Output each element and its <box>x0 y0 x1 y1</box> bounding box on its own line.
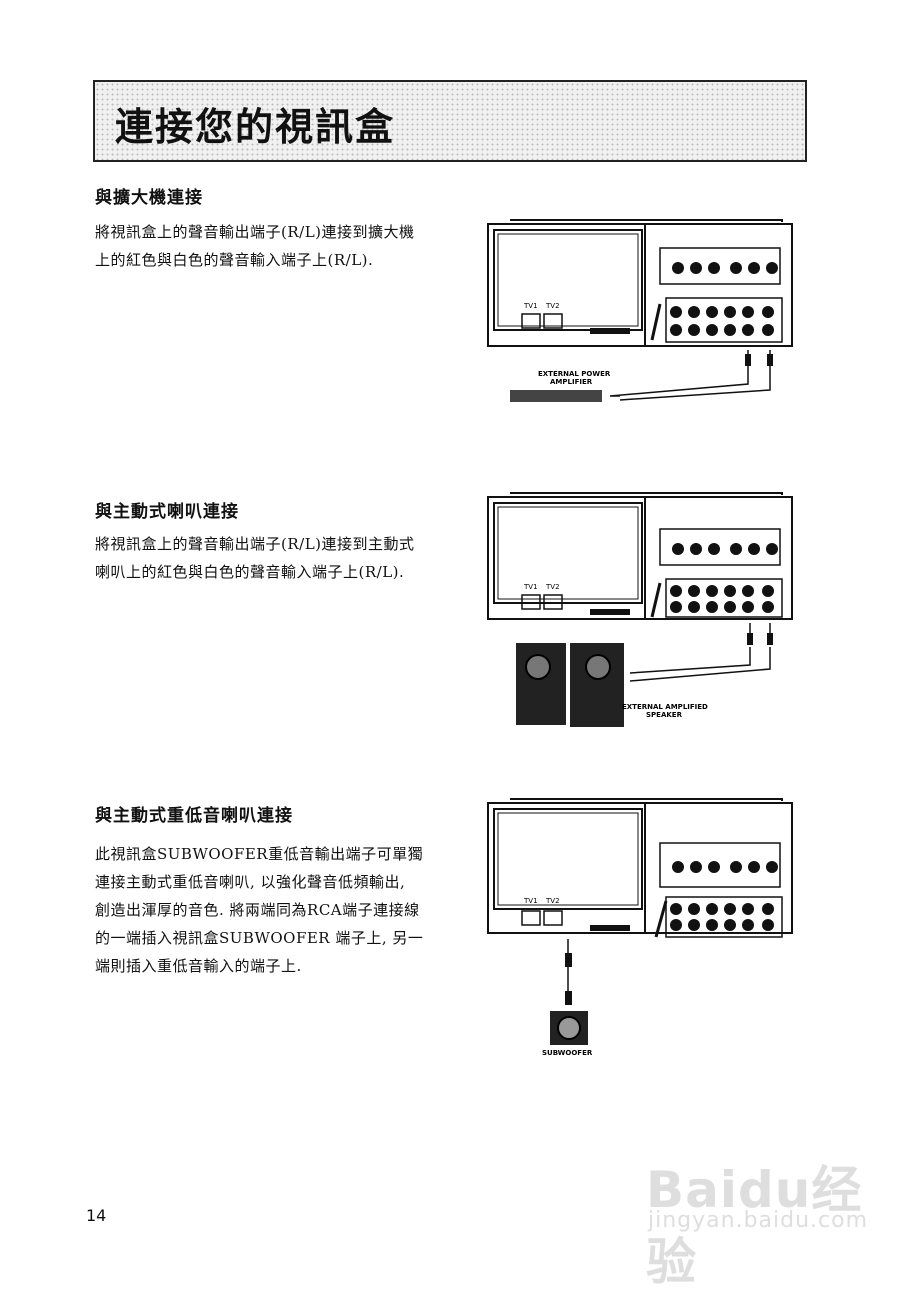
tv2-label: TV2 <box>545 302 560 310</box>
speaker-right <box>570 643 624 727</box>
page-number: 14 <box>86 1206 107 1225</box>
amplifier-connection-diagram: TV1 TV2 EXTERNAL POWER AMPLIFIER <box>487 219 793 402</box>
text-line: 創造出渾厚的音色. 將兩端同為RCA端子連接線 <box>95 901 420 919</box>
text-line: 將視訊盒上的聲音輸出端子(R/L)連接到主動式 <box>95 535 415 553</box>
tv1-label: TV1 <box>523 302 538 310</box>
section-text-active-speaker: 將視訊盒上的聲音輸出端子(R/L)連接到主動式 喇叭上的紅色與白色的聲音輸入端子… <box>95 530 415 586</box>
section-heading-subwoofer: 與主動式重低音喇叭連接 <box>95 806 293 826</box>
section-heading-active-speaker: 與主動式喇叭連接 <box>95 502 239 522</box>
page-title: 連接您的視訊盒 <box>115 104 396 149</box>
watermark-url: jingyan.baidu.com <box>648 1208 869 1233</box>
tv2-label: TV2 <box>545 897 560 905</box>
tv1-label: TV1 <box>523 897 538 905</box>
section-heading-amplifier: 與擴大機連接 <box>95 188 203 208</box>
text-line: 端則插入重低音輸入的端子上. <box>95 957 302 975</box>
text-line: 的一端插入視訊盒SUBWOOFER 端子上, 另一 <box>95 929 424 947</box>
text-line: 將視訊盒上的聲音輸出端子(R/L)連接到擴大機 <box>95 223 415 241</box>
text-line: 喇叭上的紅色與白色的聲音輸入端子上(R/L). <box>95 563 405 581</box>
text-line: 連接主動式重低音喇叭, 以強化聲音低頻輸出, <box>95 873 406 891</box>
subwoofer-device <box>550 1011 588 1045</box>
speaker-left <box>516 643 566 725</box>
active-speaker-connection-diagram: TV1 TV2 EXTERNAL AMPLIFIED SPEAKER <box>487 492 793 727</box>
tv1-label: TV1 <box>523 583 538 591</box>
section-text-amplifier: 將視訊盒上的聲音輸出端子(R/L)連接到擴大機 上的紅色與白色的聲音輸入端子上(… <box>95 218 415 274</box>
external-amplified-label: EXTERNAL AMPLIFIED <box>622 703 708 711</box>
external-power-label: EXTERNAL POWER <box>538 370 611 378</box>
text-line: 此視訊盒SUBWOOFER重低音輸出端子可單獨 <box>95 845 424 863</box>
amplifier-label: AMPLIFIER <box>550 378 593 386</box>
subwoofer-connection-diagram: TV1 TV2 SUBWOOFER <box>487 798 793 1057</box>
subwoofer-label: SUBWOOFER <box>542 1049 593 1057</box>
speaker-label: SPEAKER <box>646 711 683 719</box>
text-line: 上的紅色與白色的聲音輸入端子上(R/L). <box>95 251 374 269</box>
amplifier-device <box>510 390 602 402</box>
page-title-box: 連接您的視訊盒 <box>93 80 807 162</box>
tv2-label: TV2 <box>545 583 560 591</box>
section-text-subwoofer: 此視訊盒SUBWOOFER重低音輸出端子可單獨 連接主動式重低音喇叭, 以強化聲… <box>95 840 423 980</box>
